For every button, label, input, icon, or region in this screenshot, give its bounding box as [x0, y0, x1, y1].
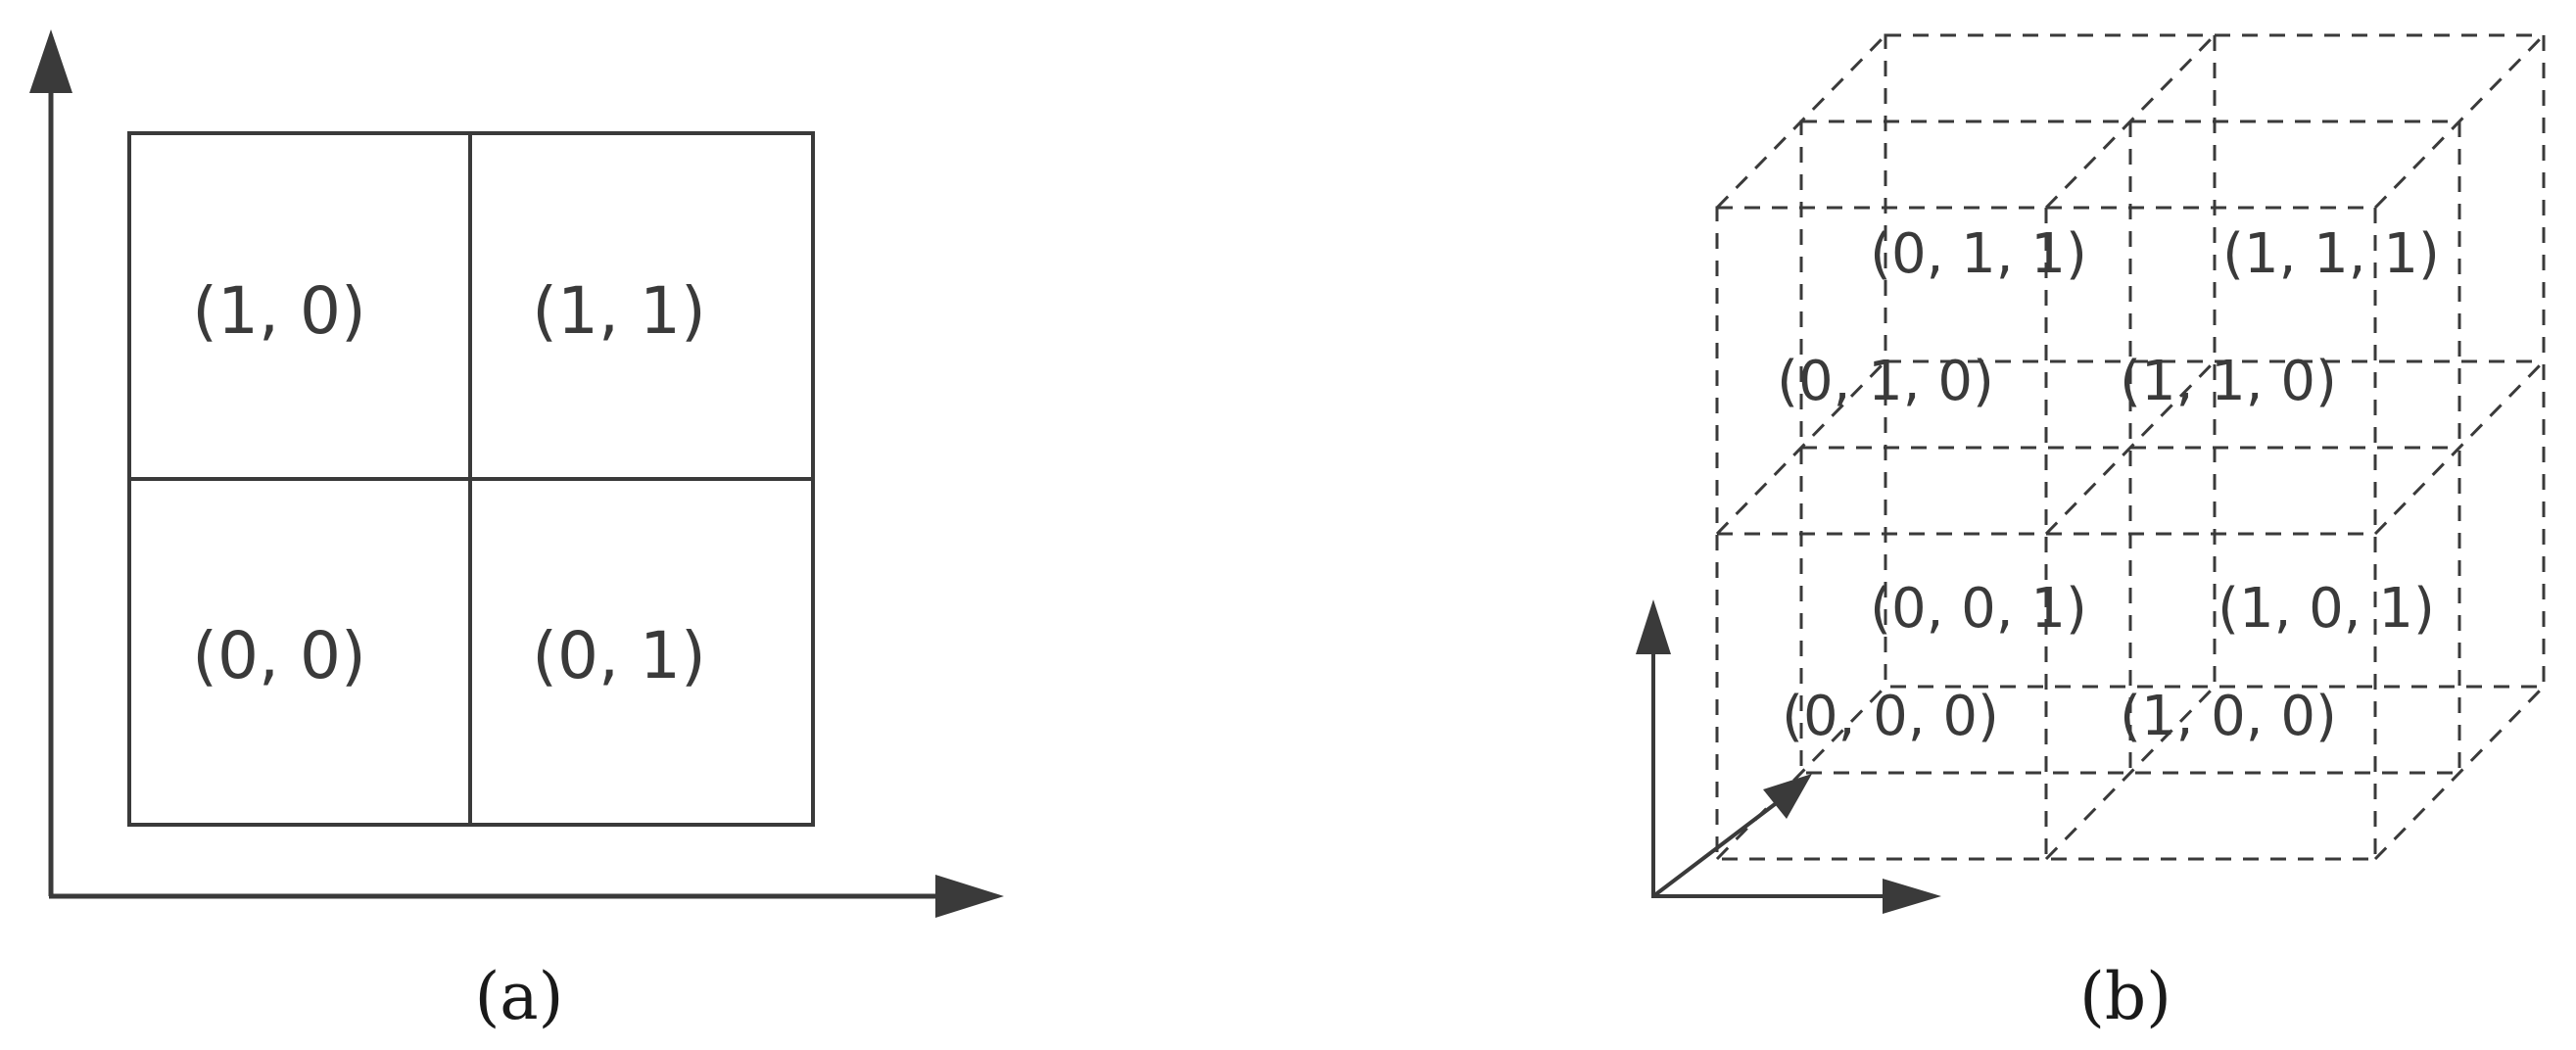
axes-3d: [1636, 599, 1941, 914]
cell-label-b-100: (1, 0, 0): [2120, 685, 2337, 748]
z-axis-arrow-icon: [1636, 599, 1671, 654]
cell-label-b-011: (0, 1, 1): [1870, 222, 2087, 286]
cube-lattice: [1715, 33, 2546, 861]
cell-label-a-bottom-left: (0, 0): [192, 618, 365, 693]
cell-label-a-bottom-right: (0, 1): [532, 618, 705, 693]
y-axis-arrow-icon: [29, 29, 72, 93]
cell-label-b-001: (0, 0, 1): [1870, 577, 2087, 641]
cell-label-b-010: (0, 1, 0): [1777, 350, 1994, 413]
depth-edges: [1715, 33, 2546, 861]
cell-label-a-top-right: (1, 1): [532, 273, 705, 349]
cell-label-b-101: (1, 0, 1): [2218, 577, 2435, 641]
cell-label-b-000: (0, 0, 0): [1782, 685, 1999, 748]
cell-label-b-111: (1, 1, 1): [2222, 222, 2440, 286]
caption-a: (a): [475, 959, 564, 1034]
x-axis-3d-arrow-icon: [1883, 879, 1941, 914]
depth-axis: [1651, 796, 1785, 898]
panel-b: (0, 1, 1) (1, 1, 1) (0, 1, 0) (1, 1, 0) …: [1636, 33, 2546, 1034]
axes-2d: [29, 29, 1004, 918]
cell-label-b-110: (1, 1, 0): [2120, 350, 2337, 413]
x-axis-arrow-icon: [935, 875, 1004, 918]
caption-b: (b): [2079, 959, 2171, 1034]
grid-2d: [127, 131, 815, 827]
cell-label-a-top-left: (1, 0): [192, 273, 365, 349]
panel-a: (1, 0) (1, 1) (0, 0) (0, 1) (a): [29, 29, 1004, 1034]
depth-axis-arrow-icon: [1763, 774, 1812, 819]
